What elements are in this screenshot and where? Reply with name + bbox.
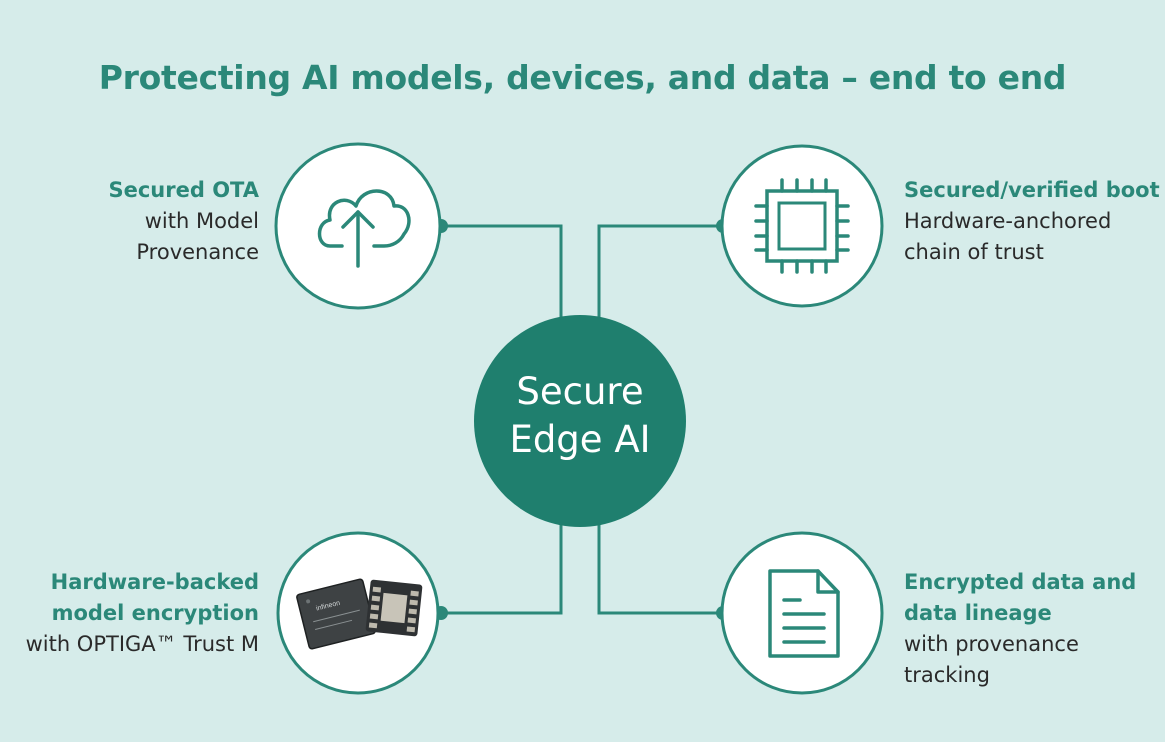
label-encrypted-data-line3: with provenance [904, 632, 1079, 656]
label-secured-ota-heading: Secured OTA [108, 178, 259, 202]
label-model-encryption-line3: with OPTIGA™ Trust M [25, 632, 259, 656]
label-secured-boot-line3: chain of trust [904, 240, 1044, 264]
label-secured-ota-line2: with Model [144, 209, 259, 233]
page-title: Protecting AI models, devices, and data … [98, 58, 1067, 97]
optiga-chip-image: infineon [296, 578, 423, 650]
connector-bottom-left [441, 523, 563, 615]
connector-bottom-right [597, 523, 723, 615]
label-secured-boot: Secured/verified boot Hardware-anchored … [904, 175, 1160, 268]
label-encrypted-data-heading2: data lineage [904, 601, 1052, 625]
center-label-line1: Secure [516, 370, 644, 413]
label-model-encryption-heading2: model encryption [51, 601, 259, 625]
connector-top-right [597, 224, 723, 318]
chip-icon [754, 178, 850, 274]
center-circle [474, 315, 686, 527]
label-secured-boot-line2: Hardware-anchored [904, 209, 1112, 233]
label-encrypted-data-heading1: Encrypted data and [904, 570, 1137, 594]
label-secured-ota-line3: Provenance [136, 240, 259, 264]
label-encrypted-data: Encrypted data and data lineage with pro… [904, 567, 1136, 691]
connector-top-left [441, 224, 563, 318]
label-encrypted-data-line4: tracking [904, 663, 990, 687]
document-icon [768, 569, 840, 658]
center-label: Secure Edge AI [470, 368, 690, 464]
label-secured-ota: Secured OTA with Model Provenance [108, 175, 259, 268]
cloud-upload-icon [317, 189, 411, 268]
label-model-encryption-heading1: Hardware-backed [50, 570, 259, 594]
label-secured-boot-heading: Secured/verified boot [904, 178, 1160, 202]
label-model-encryption: Hardware-backed model encryption with OP… [26, 567, 259, 660]
center-label-line2: Edge AI [509, 418, 651, 461]
node-circle-top-right [720, 144, 884, 308]
connectors [441, 224, 723, 615]
